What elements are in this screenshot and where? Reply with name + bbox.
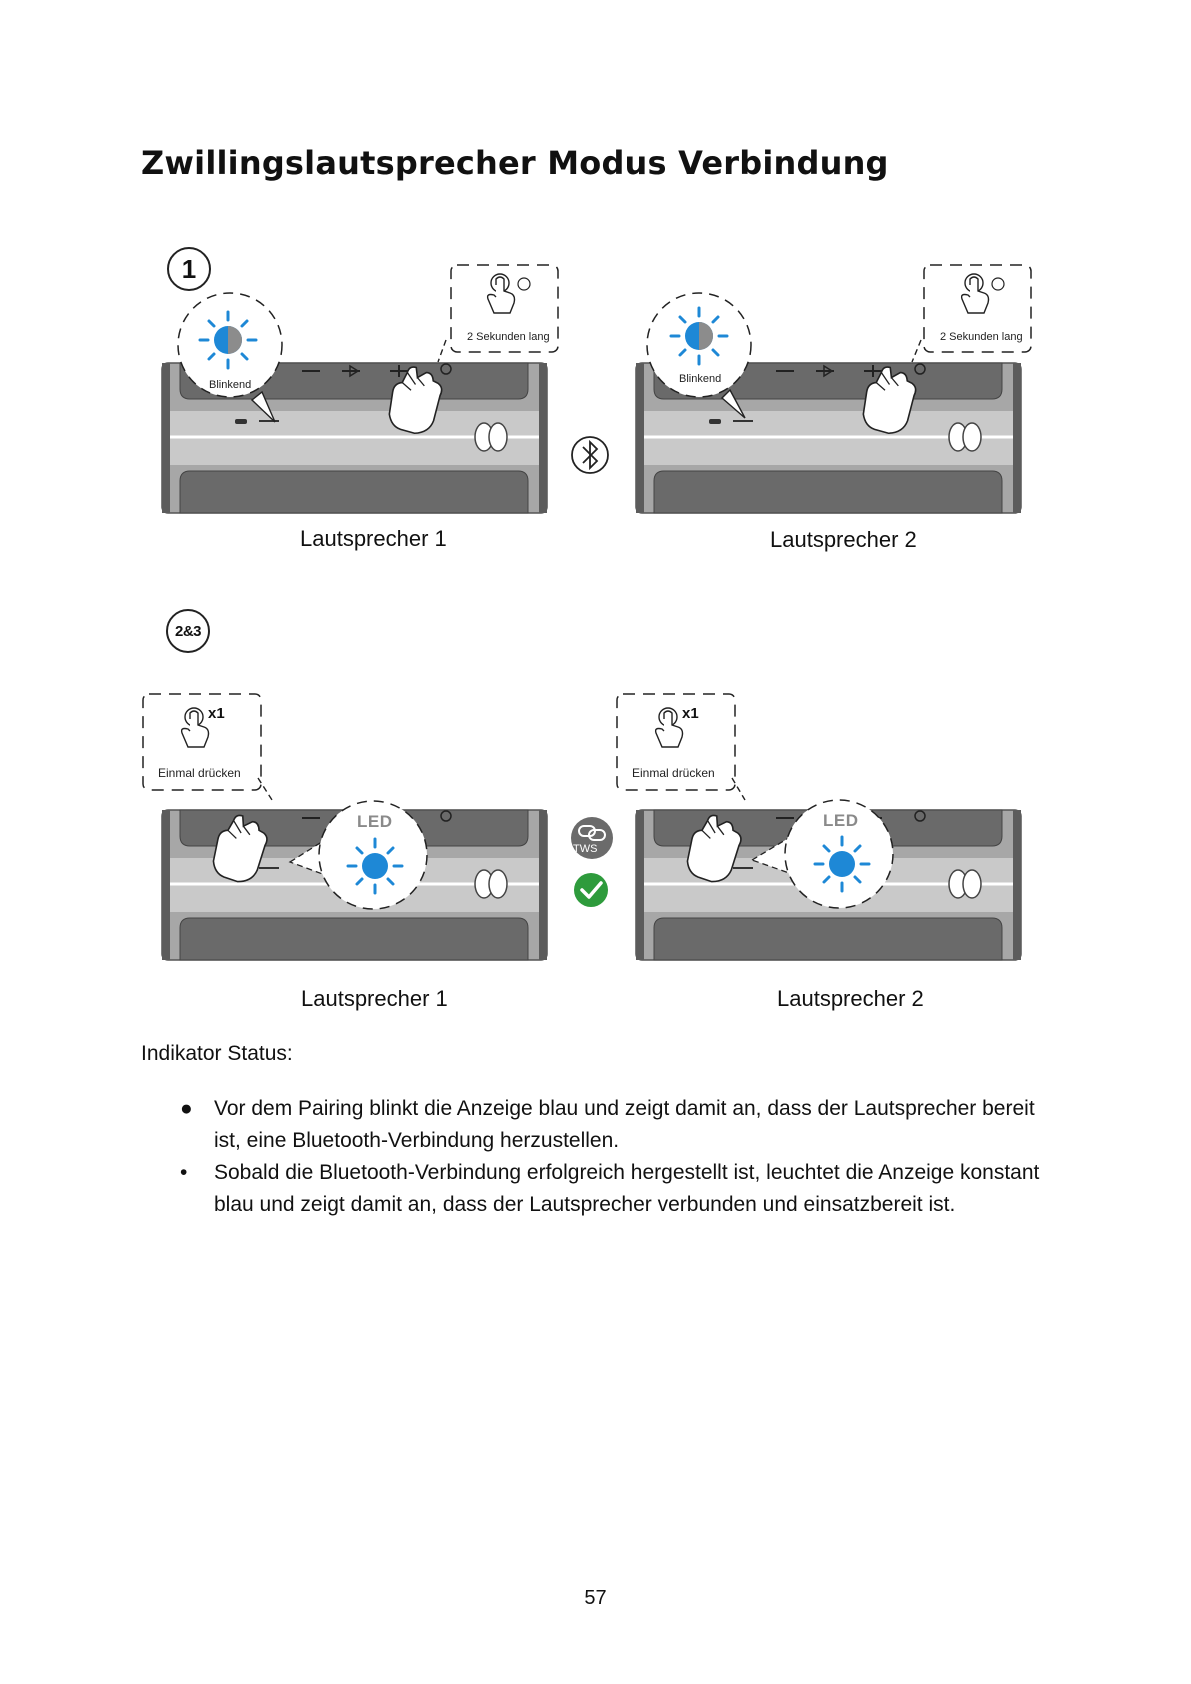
caption-speaker-1-step-2: Lautsprecher 1 bbox=[301, 986, 448, 1011]
press-label-speaker-1: 2 Sekunden lang bbox=[467, 331, 550, 343]
press-label-speaker-1-once: Einmal drücken bbox=[158, 766, 241, 780]
status-label-speaker-1: Blinkend bbox=[209, 379, 252, 391]
bullet-text: Sobald die Bluetooth-Verbindung erfolgre… bbox=[214, 1161, 1040, 1216]
indicator-heading: Indikator Status: bbox=[141, 1042, 293, 1065]
step-2-3-badge: 2&3 bbox=[166, 609, 210, 653]
tws-label: TWS bbox=[573, 843, 598, 855]
led-label-speaker-1: LED bbox=[357, 812, 393, 831]
indicator-bullet-list: ● Vor dem Pairing blinkt die Anzeige bla… bbox=[170, 1093, 1050, 1221]
step-1-badge: 1 bbox=[167, 247, 211, 291]
press-count-speaker-2: x1 bbox=[682, 705, 699, 722]
page-title: Zwillingslautsprecher Modus Verbindung bbox=[141, 144, 889, 182]
caption-speaker-2-step-2: Lautsprecher 2 bbox=[777, 986, 924, 1011]
list-item: ● Vor dem Pairing blinkt die Anzeige bla… bbox=[170, 1093, 1050, 1157]
bullet-icon: ● bbox=[180, 1097, 193, 1120]
bullet-text: Vor dem Pairing blinkt die Anzeige blau … bbox=[214, 1097, 1035, 1152]
led-label-speaker-2: LED bbox=[823, 811, 859, 830]
press-count-speaker-1: x1 bbox=[208, 705, 225, 722]
caption-speaker-1: Lautsprecher 1 bbox=[300, 526, 447, 551]
caption-speaker-2: Lautsprecher 2 bbox=[770, 527, 917, 552]
status-label-speaker-2: Blinkend bbox=[679, 373, 722, 385]
press-label-speaker-2-once: Einmal drücken bbox=[632, 766, 715, 780]
list-item: • Sobald die Bluetooth-Verbindung erfolg… bbox=[170, 1157, 1050, 1221]
bullet-icon: • bbox=[180, 1161, 188, 1184]
check-icon bbox=[574, 873, 608, 907]
page-number: 57 bbox=[584, 1587, 607, 1609]
press-label-speaker-2: 2 Sekunden lang bbox=[940, 331, 1023, 343]
